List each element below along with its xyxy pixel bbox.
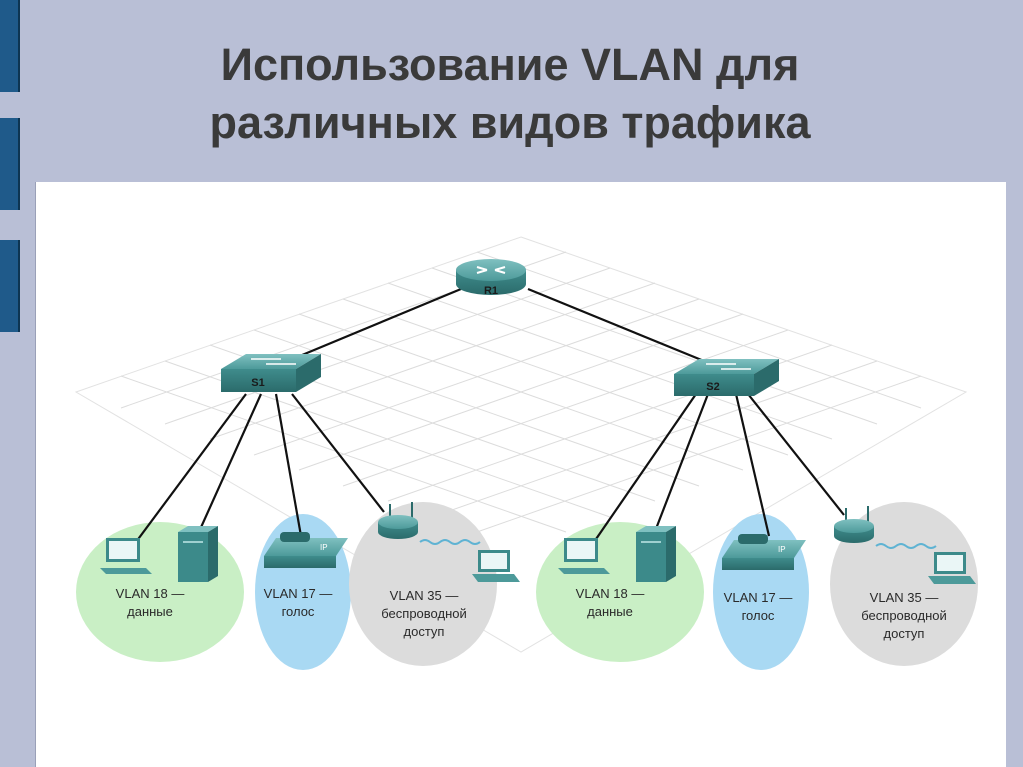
access-point-icon	[378, 502, 418, 539]
left-voice-label-1: VLAN 17 —	[264, 586, 333, 601]
ip-badge: IP	[778, 545, 786, 554]
diagram-canvas: R1 S1 S2	[35, 182, 1006, 767]
pc-icon	[558, 538, 610, 574]
right-data-label-2: данные	[587, 604, 633, 619]
title-line-2: различных видов трафика	[209, 97, 811, 148]
slide-title: Использование VLAN для различных видов т…	[60, 36, 960, 152]
accent-bar	[0, 118, 20, 210]
wireless-signal	[419, 539, 481, 545]
ip-phone-icon: IP	[264, 532, 348, 568]
right-data-label-1: VLAN 18 —	[576, 586, 645, 601]
laptop-icon	[472, 550, 520, 582]
accent-bar	[0, 240, 20, 332]
ip-badge: IP	[320, 543, 328, 552]
ip-phone-icon: IP	[722, 534, 806, 570]
right-wireless-zone	[830, 502, 978, 666]
left-wireless-label-2: беспроводной	[381, 606, 467, 621]
right-wireless-label-3: доступ	[884, 626, 925, 641]
network-diagram: R1 S1 S2	[74, 236, 978, 670]
pc-icon	[100, 538, 152, 574]
link-s2-phone	[734, 393, 771, 537]
link-r1-s2	[527, 287, 727, 372]
left-data-label-1: VLAN 18 —	[116, 586, 185, 601]
link-s1-pc	[135, 393, 247, 543]
right-voice-label-2: голос	[742, 608, 775, 623]
right-wireless-label-2: беспроводной	[861, 608, 947, 623]
router-icon	[456, 259, 526, 295]
left-wireless-label-1: VLAN 35 —	[390, 588, 459, 603]
right-voice-label-1: VLAN 17 —	[724, 590, 793, 605]
link-s2-ap	[747, 393, 845, 516]
link-s1-ap	[291, 393, 385, 513]
left-wireless-zone	[349, 502, 497, 666]
wireless-signal	[875, 543, 937, 549]
server-icon	[178, 526, 218, 582]
left-decoration	[0, 0, 20, 767]
left-wireless-label-3: доступ	[404, 624, 445, 639]
link-s2-pc	[593, 393, 697, 543]
access-point-icon	[834, 506, 874, 543]
link-s2-server	[652, 393, 710, 535]
network-links	[135, 287, 845, 543]
left-data-label-2: данные	[127, 604, 173, 619]
switch-right-label: S2	[706, 381, 719, 393]
link-s1-phone	[274, 393, 303, 537]
switch-left-label: S1	[251, 377, 264, 389]
title-line-1: Использование VLAN для	[220, 39, 800, 90]
accent-bar	[0, 0, 20, 92]
right-wireless-label-1: VLAN 35 —	[870, 590, 939, 605]
server-icon	[636, 526, 676, 582]
router-label: R1	[484, 285, 498, 297]
laptop-icon	[928, 552, 976, 584]
left-voice-label-2: голос	[282, 604, 315, 619]
switch-icon	[221, 354, 321, 392]
switch-icon	[674, 359, 779, 396]
link-s1-server	[196, 393, 263, 535]
